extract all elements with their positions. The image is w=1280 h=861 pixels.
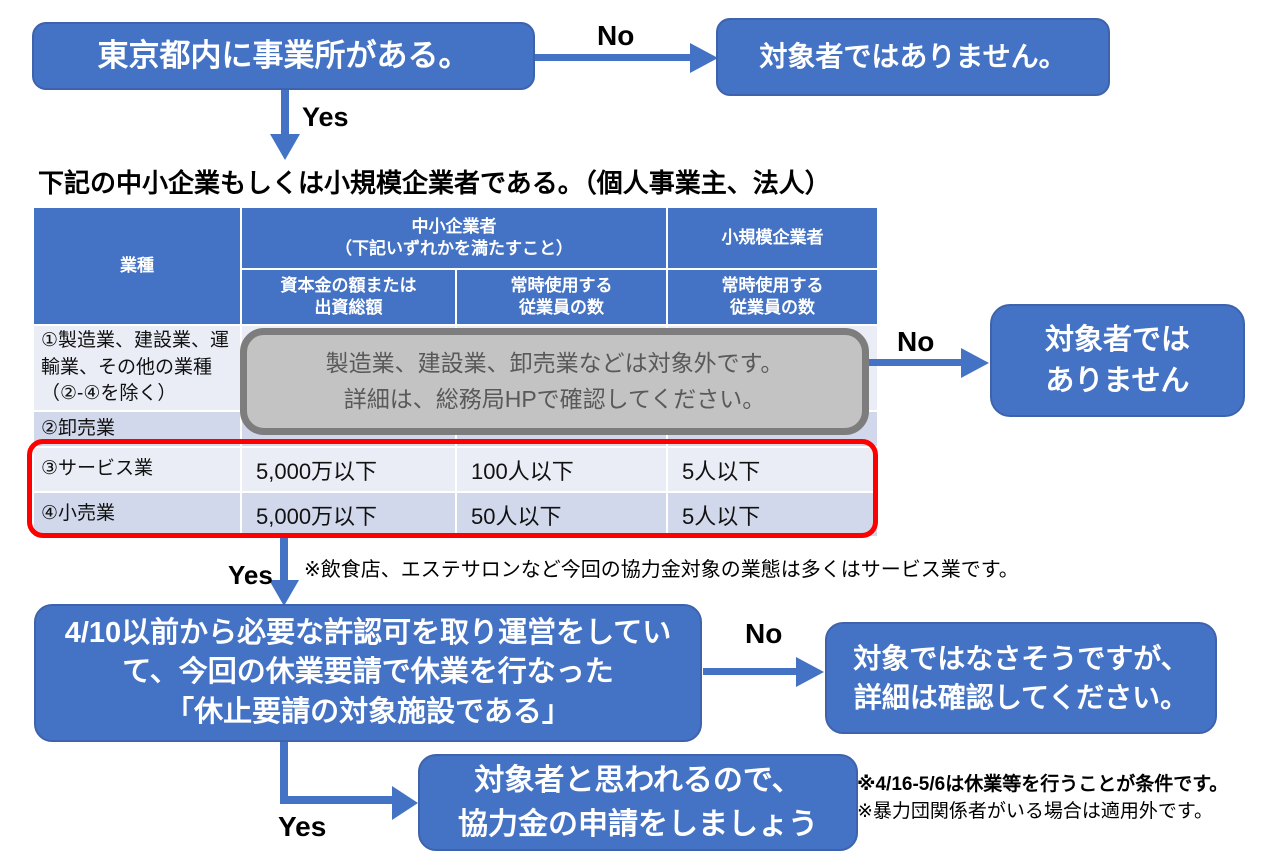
col-header-capital: 資本金の額または 出資総額 bbox=[240, 268, 457, 326]
node-not-eligible-1: 対象者ではありません。 bbox=[716, 18, 1110, 96]
col-header-sme-group: 中小企業者 （下記いずれかを満たすこと） bbox=[240, 206, 668, 270]
col-header-employees-small: 常時使用する 従業員の数 bbox=[666, 268, 879, 326]
node-question-tokyo-office: 東京都内に事業所がある。 bbox=[32, 22, 535, 90]
employees-cell: 50人以下 bbox=[455, 491, 668, 538]
yes-label-3: Yes bbox=[278, 811, 327, 842]
no-arrow-2-line bbox=[869, 359, 961, 366]
col-header-industry: 業種 bbox=[32, 206, 242, 326]
node-question-facility: 4/10以前から必要な許認可を取り運営をしてい て、今回の休業要請で休業を行なっ… bbox=[34, 604, 702, 742]
small-cell: 5人以下 bbox=[666, 446, 879, 493]
col-header-employees: 常時使用する 従業員の数 bbox=[455, 268, 668, 326]
yes-arrow-3-hline bbox=[280, 796, 392, 804]
yes-label-2: Yes bbox=[228, 560, 273, 590]
yes-arrow-3-vline bbox=[280, 741, 288, 803]
industry-cell: ④小売業 bbox=[32, 491, 242, 538]
yes-arrow-3-head-icon bbox=[392, 786, 418, 820]
footnote-gang-exclusion: ※暴力団関係者がいる場合は適用外です。 bbox=[857, 800, 1214, 822]
no-arrow-1-head-icon bbox=[690, 43, 718, 73]
no-arrow-1-line bbox=[534, 54, 690, 61]
highlight-frame-service-retail bbox=[27, 439, 878, 538]
footnotes: ※4/16-5/6は休業等を行うことが条件です。 ※暴力団関係者がいる場合は適用… bbox=[857, 772, 1228, 825]
no-arrow-3-head-icon bbox=[796, 657, 824, 687]
capital-cell: 5,000万以下 bbox=[240, 491, 457, 538]
node-not-eligible-2: 対象者では ありません bbox=[990, 304, 1245, 417]
no-label-3: No bbox=[745, 618, 783, 649]
yes-arrow-1-line bbox=[281, 90, 289, 134]
yes-arrow-2-head-icon bbox=[269, 580, 299, 606]
no-arrow-3-line bbox=[703, 668, 796, 675]
yes-arrow-1-head-icon bbox=[270, 134, 300, 160]
employees-cell: 100人以下 bbox=[455, 446, 668, 493]
col-header-small-business: 小規模企業者 bbox=[666, 206, 879, 270]
yes-arrow-2-line bbox=[280, 536, 288, 580]
yes-label-1: Yes bbox=[302, 102, 349, 132]
industry-cell: ③サービス業 bbox=[32, 446, 242, 493]
industry-cell: ①製造業、建設業、運 輸業、その他の業種 （②-④を除く） bbox=[32, 324, 242, 412]
table-row-retail: ④小売業 5,000万以下 50人以下 5人以下 bbox=[32, 491, 879, 538]
footnote-closure-condition: ※4/16-5/6は休業等を行うことが条件です。 bbox=[857, 774, 1229, 795]
table-row-service: ③サービス業 5,000万以下 100人以下 5人以下 bbox=[32, 446, 879, 493]
capital-cell: 5,000万以下 bbox=[240, 446, 457, 493]
no-label-1: No bbox=[597, 20, 635, 51]
node-apply-for-fund: 対象者と思われるので、 協力金の申請をしましょう bbox=[418, 754, 858, 851]
section-title: 下記の中小企業もしくは小規模企業者である。（個人事業主、法人） bbox=[38, 168, 831, 198]
service-industry-note: ※飲食店、エステサロンなど今回の協力金対象の業態は多くはサービス業です。 bbox=[304, 559, 1019, 581]
node-maybe-not-eligible: 対象ではなさそうですが、 詳細は確認してください。 bbox=[825, 622, 1217, 734]
no-arrow-2-head-icon bbox=[961, 348, 989, 378]
excluded-industries-note: 製造業、建設業、卸売業などは対象外です。 詳細は、総務局HPで確認してください。 bbox=[240, 328, 869, 435]
no-label-2: No bbox=[897, 326, 935, 357]
